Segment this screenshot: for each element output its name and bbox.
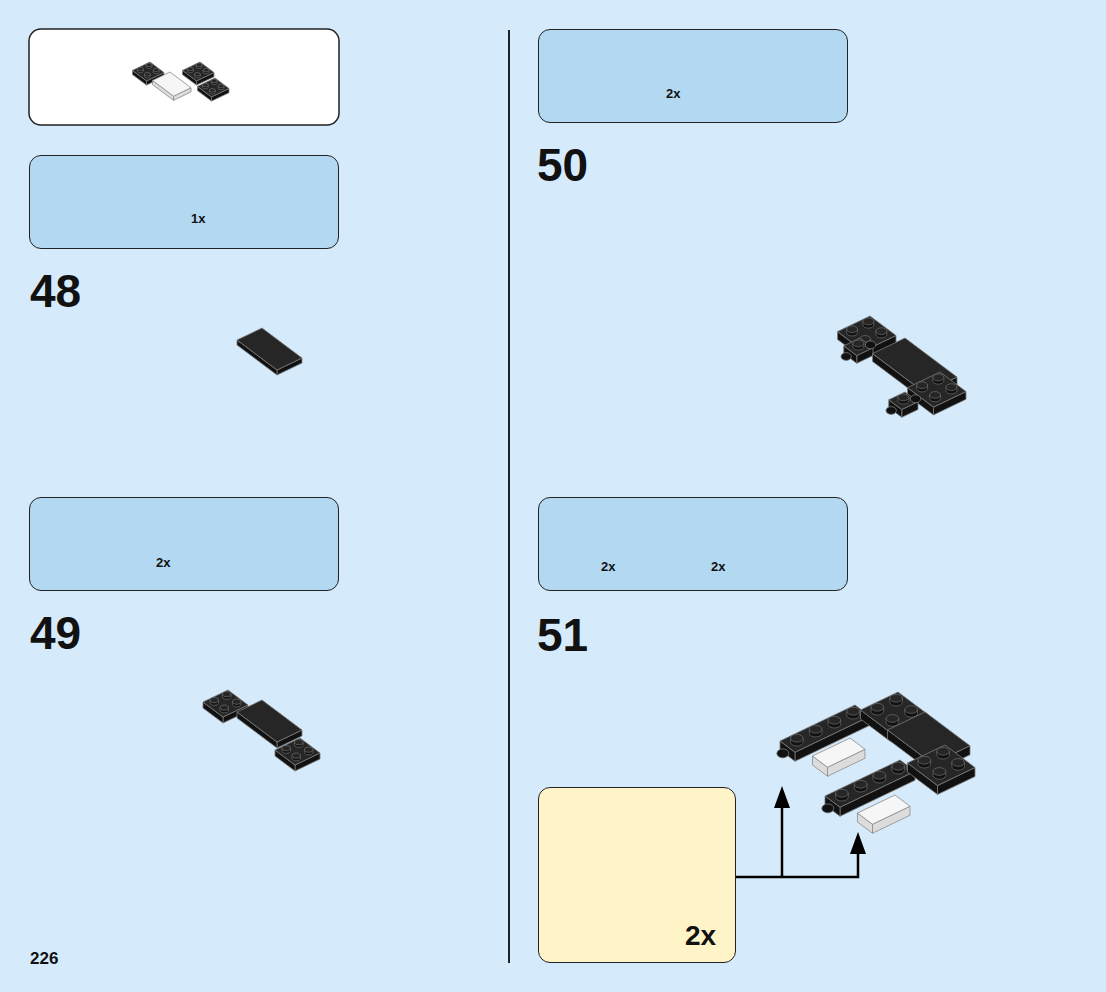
stud-top bbox=[220, 705, 228, 710]
brick-face bbox=[198, 78, 230, 97]
stud-top bbox=[209, 89, 215, 93]
stud-top bbox=[952, 759, 965, 767]
clip bbox=[822, 804, 834, 813]
stud-top bbox=[836, 789, 849, 797]
clip bbox=[886, 407, 896, 415]
stud-top bbox=[202, 83, 208, 87]
brick-face bbox=[780, 705, 870, 752]
stud-top bbox=[876, 328, 887, 335]
stud-top bbox=[194, 73, 200, 77]
stud-top bbox=[828, 716, 841, 724]
stud-top bbox=[211, 79, 217, 83]
part-count: 2x bbox=[711, 560, 725, 573]
stud-top bbox=[196, 63, 202, 67]
brick-face bbox=[237, 328, 302, 370]
stud-top bbox=[933, 374, 944, 381]
column-divider bbox=[508, 30, 510, 963]
stud-top bbox=[853, 340, 864, 347]
stud-top bbox=[203, 68, 209, 72]
stud-top bbox=[282, 746, 290, 751]
stud-top bbox=[305, 747, 313, 752]
stud-top bbox=[933, 768, 946, 776]
brick-face bbox=[825, 760, 915, 807]
parts-callout: 2x bbox=[538, 29, 848, 123]
clip bbox=[777, 749, 789, 758]
stud-top bbox=[847, 326, 858, 333]
stud-top bbox=[223, 692, 231, 697]
stud-top bbox=[892, 762, 905, 770]
stud-top bbox=[218, 84, 224, 88]
step-number: 51 bbox=[537, 612, 588, 658]
page-number: 226 bbox=[30, 950, 58, 967]
stud-top bbox=[233, 699, 241, 704]
stud-top bbox=[210, 698, 218, 703]
stud-top bbox=[854, 780, 867, 788]
step-number: 50 bbox=[537, 142, 588, 188]
stud-top bbox=[146, 63, 152, 67]
part-count: 2x bbox=[601, 560, 615, 573]
clip bbox=[841, 353, 851, 361]
stud-top bbox=[144, 73, 150, 77]
placement-arrows bbox=[736, 806, 858, 877]
parts-callout: 2x bbox=[29, 497, 339, 591]
step-number: 49 bbox=[30, 610, 81, 656]
stud-top bbox=[930, 392, 941, 399]
brick-face bbox=[275, 738, 320, 765]
brick-face bbox=[908, 372, 967, 407]
stud-top bbox=[917, 382, 928, 389]
parts-callout: 1x bbox=[29, 155, 339, 249]
brick-face bbox=[908, 745, 976, 786]
stud-top bbox=[847, 707, 860, 715]
clip bbox=[910, 395, 920, 403]
stud-top bbox=[886, 715, 899, 723]
stud-top bbox=[873, 771, 886, 779]
stud-top bbox=[918, 756, 931, 764]
clip bbox=[865, 341, 875, 349]
part-count: 2x bbox=[666, 87, 680, 100]
subassembly-box: 2x bbox=[538, 787, 736, 963]
parts-callout: 2x 2x bbox=[538, 497, 848, 591]
stud-top bbox=[898, 394, 909, 401]
stud-top bbox=[863, 318, 874, 325]
part-count: 1x bbox=[191, 212, 205, 225]
part-count: 2x bbox=[156, 556, 170, 569]
stud-top bbox=[137, 67, 143, 71]
brick-face bbox=[237, 700, 302, 742]
brick-face bbox=[183, 62, 215, 81]
stud-top bbox=[292, 753, 300, 758]
stud-top bbox=[153, 68, 159, 72]
stud-top bbox=[905, 706, 918, 714]
step-number: 48 bbox=[30, 268, 81, 314]
submodel-box bbox=[29, 29, 339, 125]
part-count: 2x bbox=[685, 922, 716, 950]
stud-top bbox=[791, 734, 804, 742]
stud-top bbox=[295, 740, 303, 745]
stud-top bbox=[937, 747, 950, 755]
stud-top bbox=[946, 384, 957, 391]
stud-top bbox=[871, 703, 884, 711]
stud-top bbox=[809, 725, 822, 733]
stud-top bbox=[187, 67, 193, 71]
stud-top bbox=[890, 694, 903, 702]
